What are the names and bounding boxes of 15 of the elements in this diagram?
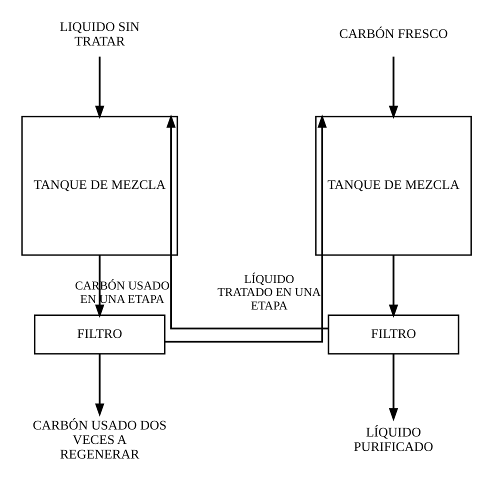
node-box: FILTRO xyxy=(34,314,166,355)
node-text: CARBÓN USADO DOS VECES A REGENERAR xyxy=(32,417,167,462)
node-box: FILTRO xyxy=(328,314,460,355)
arrow xyxy=(95,255,104,318)
node-text: CARBÓN FRESCO xyxy=(339,26,448,42)
edge-label: LÍQUIDO TRATADO EN UNA ETAPA xyxy=(218,272,321,312)
node-box: TANQUE DE MEZCLA xyxy=(21,116,178,256)
node-box: TANQUE DE MEZCLA xyxy=(315,116,472,256)
node-text: LIQUIDO SIN TRATAR xyxy=(60,18,140,48)
arrow xyxy=(388,56,398,120)
arrow xyxy=(388,255,398,318)
arrow xyxy=(388,354,398,422)
arrow xyxy=(95,354,104,417)
arrow xyxy=(95,56,104,120)
node-text: LÍQUIDO PURIFICADO xyxy=(354,424,434,454)
